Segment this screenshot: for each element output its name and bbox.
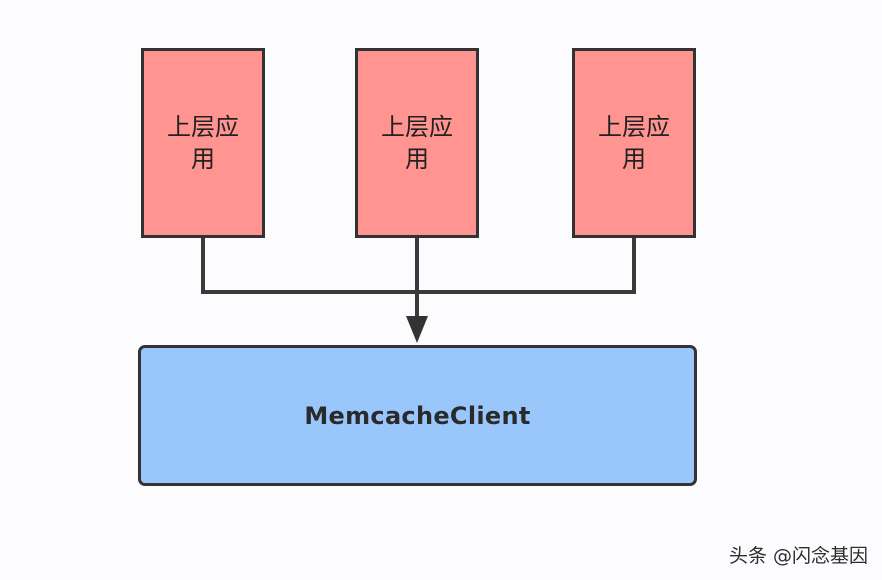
app-box-3: 上层应用 <box>572 48 696 238</box>
watermark: 头条 @闪念基因 <box>728 545 868 567</box>
connector-right <box>415 236 636 294</box>
app-box-1-label: 上层应用 <box>167 113 239 173</box>
arrowhead <box>406 316 428 343</box>
app-box-3-label: 上层应用 <box>598 113 670 173</box>
app-box-2-label: 上层应用 <box>381 113 453 173</box>
app-box-2: 上层应用 <box>355 48 479 238</box>
memcache-client-box: MemcacheClient <box>138 345 697 486</box>
memcache-client-label: MemcacheClient <box>304 401 531 430</box>
app-box-1: 上层应用 <box>141 48 265 238</box>
connector-left <box>201 236 419 294</box>
